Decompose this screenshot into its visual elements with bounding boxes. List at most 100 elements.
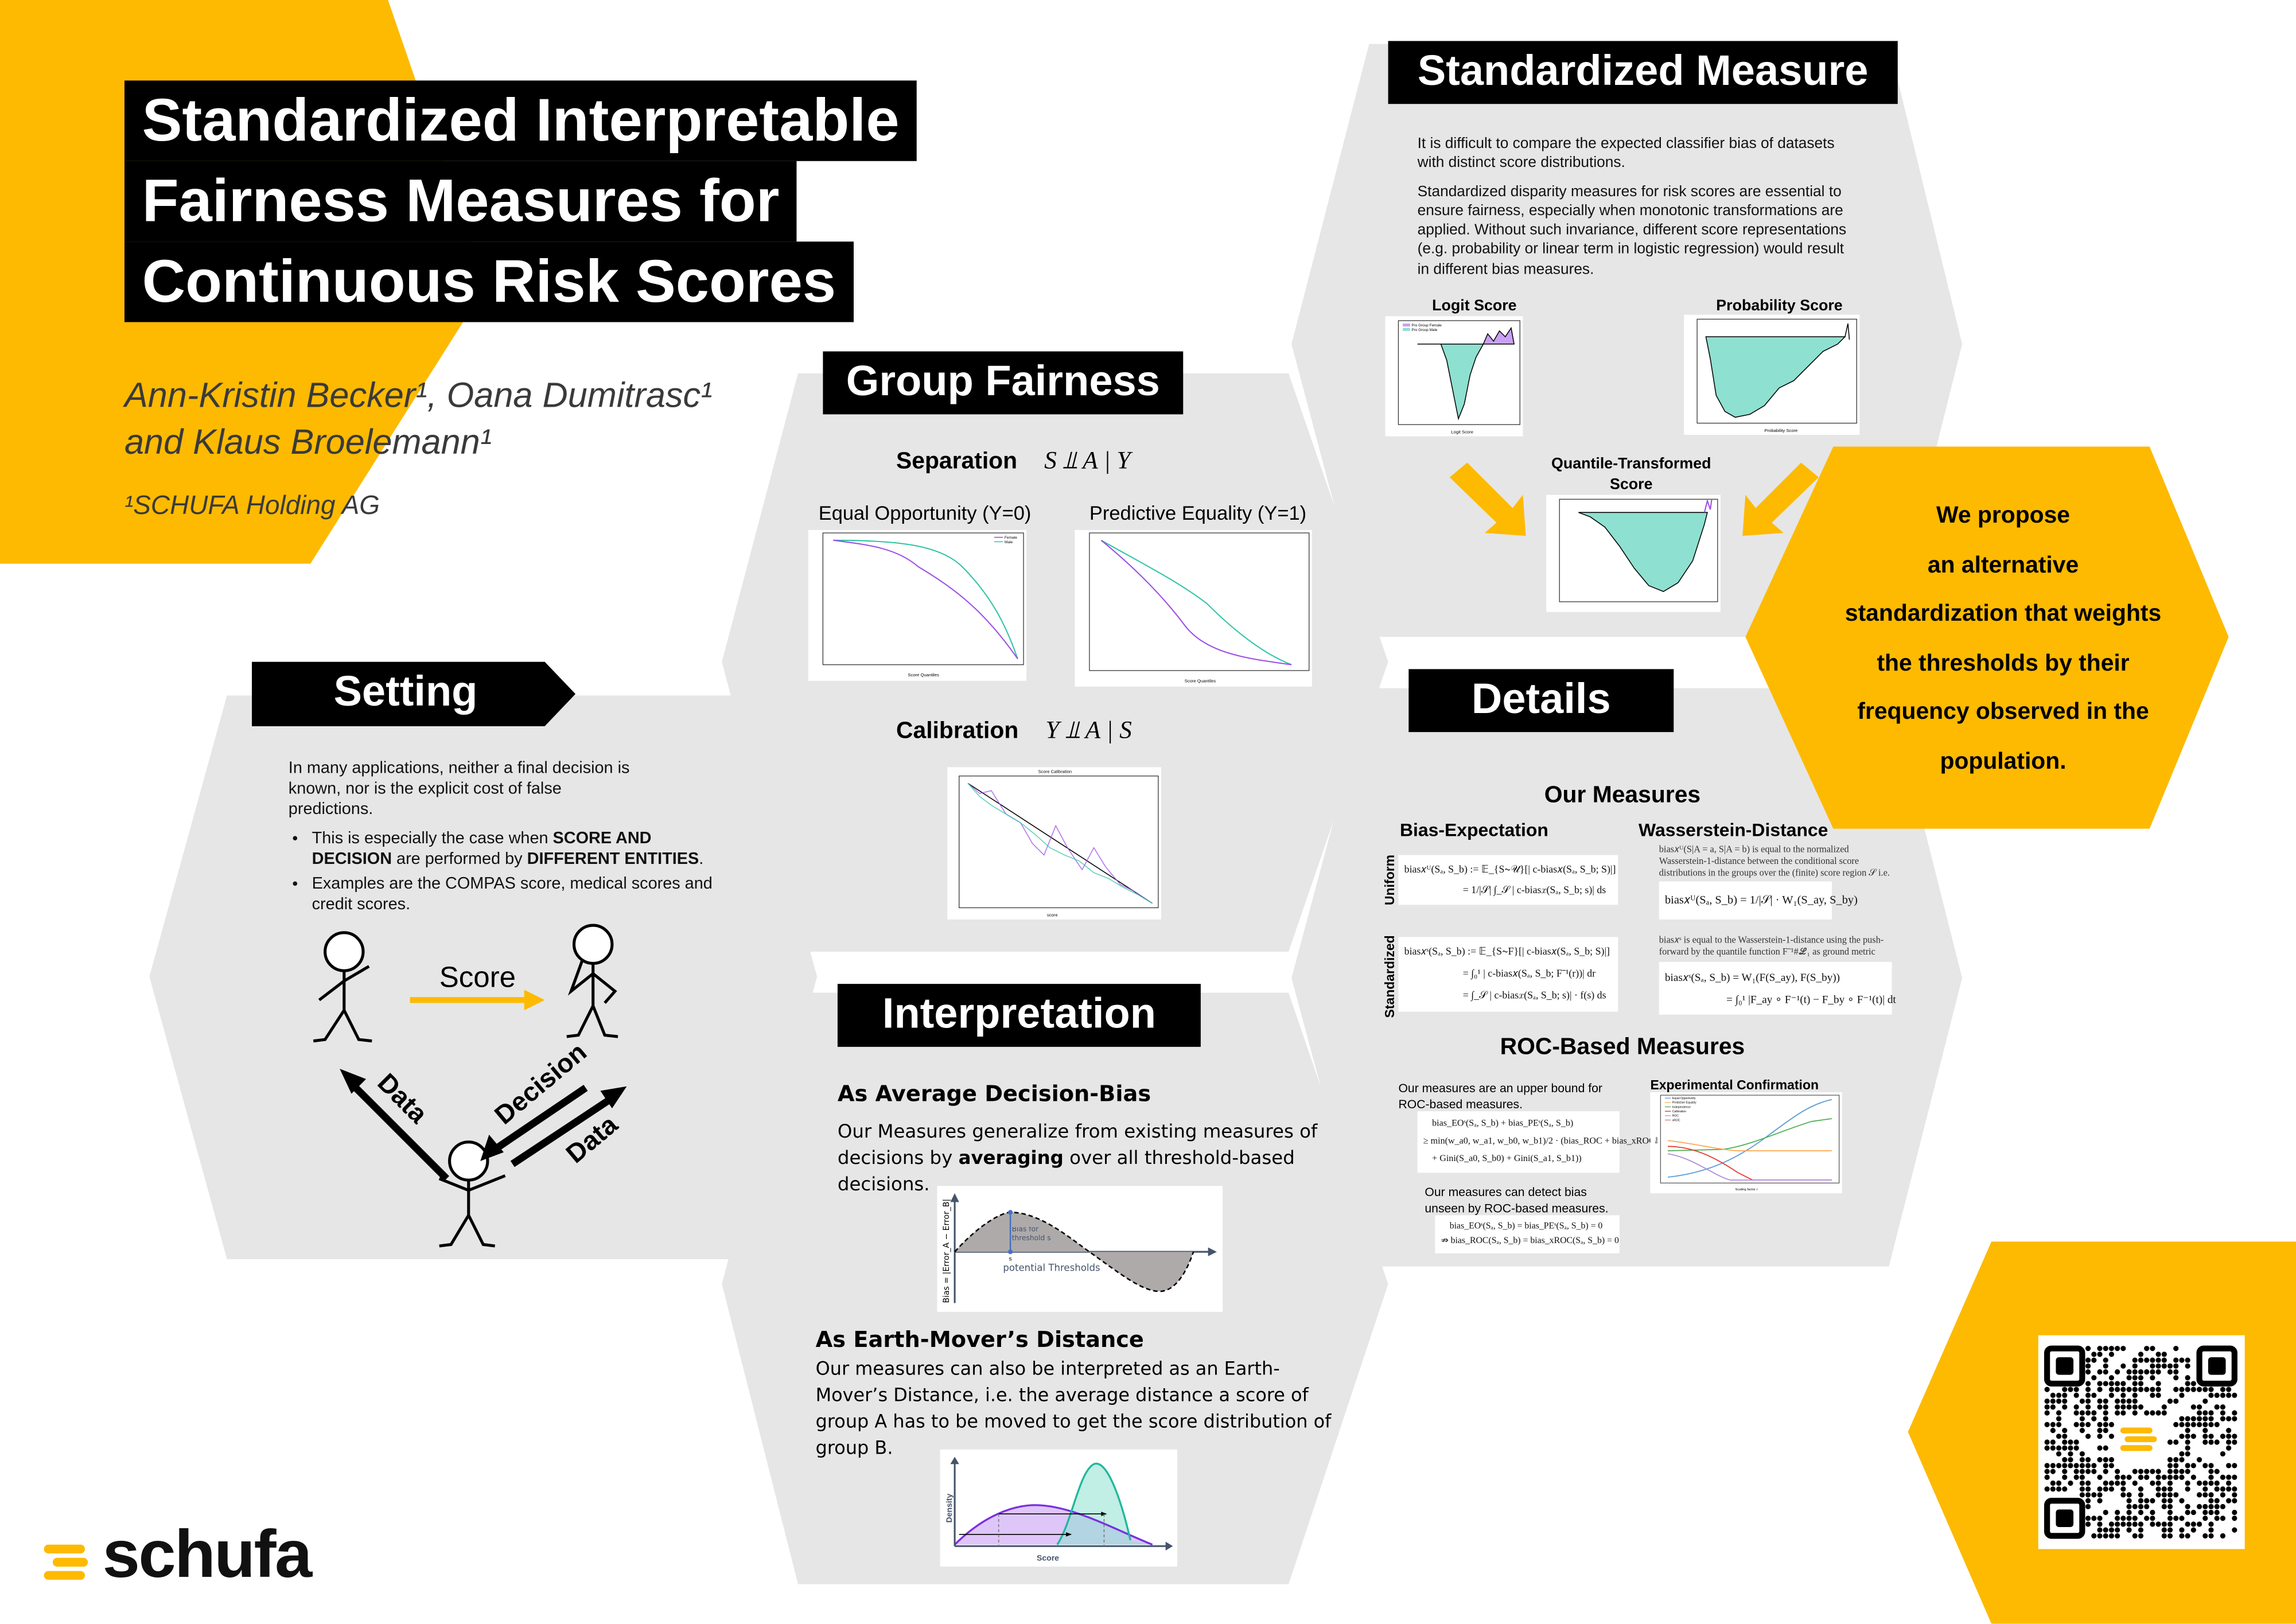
quantile-score-chart (1546, 494, 1721, 612)
hex-group-fairness (722, 373, 1388, 952)
arrow-right-icon (1742, 462, 1819, 536)
x-axis-label: Score (1037, 1553, 1059, 1563)
experimental-confirmation-label: Experimental Confirmation (1650, 1077, 1819, 1093)
chart-title: Score Calibration (1038, 769, 1072, 774)
x-axis-label: Probability Score (1765, 428, 1798, 433)
setting-text: In many applications, neither a final de… (289, 758, 713, 920)
bias-threshold-label: Bias for threshold s (1011, 1226, 1051, 1243)
x-axis-label: Logit Score (1451, 429, 1473, 434)
threshold-s-label: s (1009, 1256, 1012, 1263)
header-setting: Setting (333, 669, 478, 716)
interpretation-paragraph-2: Our measures can also be interpreted as … (815, 1357, 1332, 1459)
earth-movers-figure: Score Density (940, 1449, 1178, 1567)
person-bottom-icon (438, 1140, 506, 1248)
qr-code[interactable] (2038, 1335, 2245, 1549)
bullet-item: Examples are the COMPAS score, medical s… (312, 874, 713, 915)
logit-score-label: Logit Score (1432, 297, 1517, 315)
x-axis-label: score (1047, 913, 1058, 918)
logo-bar-icon (44, 1544, 85, 1553)
authors: Ann-Kristin Becker¹, Oana Dumitrasc¹ and… (124, 373, 713, 529)
standardized-label: Standardized (1382, 935, 1397, 1018)
title-line: Standardized Interpretable (124, 80, 917, 161)
equal-opportunity-chart: Female Male Score Quantiles (808, 529, 1027, 681)
separation-label: Separation (896, 449, 1018, 474)
setting-diagram (313, 924, 627, 1248)
probability-score-chart: Probability Score (1684, 314, 1860, 435)
y-axis-label: Bias = |Error_A − Error_B| (942, 1199, 951, 1303)
formula-uniform: bias𝑥ᵁ(Sₐ, S_b) := 𝔼_{S∼𝒰}[| c-bias𝑥(Sₐ,… (1398, 855, 1618, 905)
header-standardized-measure: Standardized Measure (1388, 41, 1898, 104)
standardized-measure-text: It is difficult to compare the expected … (1418, 135, 1857, 280)
header-group-fairness: Group Fairness (823, 351, 1184, 415)
interpretation-heading-1: As Average Decision-Bias (837, 1080, 1151, 1107)
roc-text-1: Our measures are an upper bound for ROC-… (1398, 1080, 1602, 1111)
legend-item: Equal Opportunity (1672, 1097, 1696, 1100)
wasserstein-text-2: bias𝑥ˢ is equal to the Wasserstein-1-dis… (1659, 935, 1884, 958)
score-label: Score (439, 961, 516, 995)
person-left-icon (313, 931, 372, 1043)
arrow-left-icon (1449, 462, 1526, 536)
authors-line: Ann-Kristin Becker¹, Oana Dumitrasc¹ (124, 376, 713, 416)
hex-setting (149, 695, 818, 1259)
x-axis-label: Scaling factor r (1735, 1188, 1757, 1191)
logo-bar-icon (52, 1557, 88, 1567)
x-axis-label: Score Quantiles (908, 672, 939, 677)
x-axis-label: Score Quantiles (1185, 678, 1216, 683)
legend-item: Independence (1672, 1105, 1691, 1109)
qr-finder-icon (2044, 1498, 2085, 1539)
affiliation: ¹SCHUFA Holding AG (124, 490, 380, 520)
legend-item: Calibration (1672, 1110, 1687, 1113)
legend-female: Pro Group Female (1411, 324, 1442, 328)
predictive-equality-label: Predictive Equality (Y=1) (1089, 502, 1307, 524)
uniform-label: Uniform (1382, 854, 1397, 905)
roc-heading: ROC-Based Measures (1500, 1035, 1745, 1060)
decision-bias-figure: Bias for threshold s s potential Thresho… (937, 1186, 1223, 1312)
calibration-row: Calibration Y ⫫ A | S (896, 716, 1132, 745)
logo-bar-icon (44, 1571, 85, 1580)
legend-male: Male (1005, 540, 1013, 544)
bullet-item: This is especially the case when SCORE A… (312, 829, 713, 870)
paragraph: It is difficult to compare the expected … (1417, 136, 1835, 172)
legend-male: Pro Group Male (1411, 328, 1437, 332)
proposal-line: We propose (1936, 503, 2071, 529)
formula-wasserstein-uniform: bias𝑥ᵁ(Sₐ, S_b) = 1/|𝒮| · W₁(S_ay, S_by) (1659, 881, 1858, 920)
formula-roc-unseen: bias_EOˢ(Sₐ, S_b) = bias_PEˢ(Sₐ, S_b) = … (1435, 1215, 1620, 1253)
title-line: Fairness Measures for (124, 161, 797, 242)
legend-item: ROC (1672, 1115, 1679, 1118)
qr-finder-icon (2044, 1345, 2085, 1387)
header-interpretation: Interpretation (837, 984, 1201, 1047)
authors-line: and Klaus Broelemann¹ (124, 423, 492, 463)
legend-item: xROC (1672, 1119, 1680, 1122)
interpretation-heading-2: As Earth-Mover’s Distance (815, 1326, 1144, 1353)
bias-expectation-heading: Bias-Expectation (1399, 820, 1548, 841)
header-setting-bg (251, 661, 576, 726)
probability-score-label: Probability Score (1716, 297, 1843, 315)
setting-intro: In many applications, neither a final de… (288, 760, 630, 819)
proposal-text: We propose an alternative standardizatio… (1801, 492, 2205, 786)
x-axis-label: potential Thresholds (1003, 1262, 1100, 1273)
equal-opportunity-label: Equal Opportunity (Y=0) (818, 502, 1032, 524)
qr-finder-icon (2196, 1345, 2237, 1387)
calibration-formula: Y ⫫ A | S (1045, 716, 1132, 744)
data-arrow-left-icon (340, 1069, 367, 1094)
paragraph: Standardized disparity measures for risk… (1417, 184, 1847, 278)
roc-text-2: Our measures can detect bias unseen by R… (1425, 1184, 1609, 1215)
formula-wasserstein-standardized: bias𝑥ˢ(Sₐ, S_b) = W₁(F(S_ay), F(S_by))= … (1659, 961, 1896, 1015)
hex-proposal (1745, 446, 2229, 829)
our-measures-heading: Our Measures (1544, 783, 1701, 808)
separation-row: Separation S ⫫ A | Y (896, 446, 1131, 476)
proposal-line: frequency observed in the (1857, 699, 2149, 725)
legend-item: Predictive Equality (1672, 1101, 1696, 1105)
title-line: Continuous Risk Scores (124, 242, 854, 322)
experimental-confirmation-chart: Equal Opportunity Predictive Equality In… (1650, 1092, 1842, 1194)
exp-legend: Equal Opportunity Predictive Equality In… (1664, 1097, 1696, 1122)
y-axis-label: Density (944, 1494, 954, 1523)
logo-text: schufa (102, 1515, 313, 1592)
y-axis-label: Bias (1655, 1137, 1659, 1143)
calibration-label: Calibration (896, 719, 1019, 744)
person-right-icon (566, 924, 618, 1038)
quantile-score-label: Quantile-Transformed Score (1551, 455, 1711, 494)
proposal-line: population. (1940, 749, 2067, 774)
predictive-equality-chart: Score Quantiles (1075, 529, 1312, 687)
separation-formula: S ⫫ A | Y (1044, 446, 1131, 474)
